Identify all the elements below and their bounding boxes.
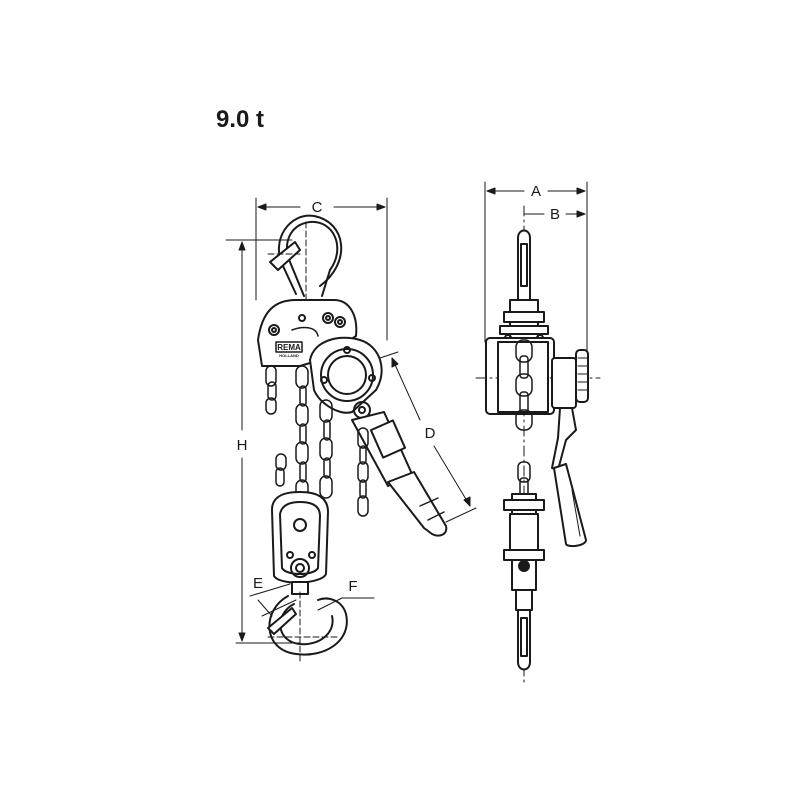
dim-label-a: A	[531, 183, 541, 200]
chain-right	[357, 427, 369, 517]
side-chain	[515, 339, 533, 499]
dimension-h	[225, 239, 301, 644]
side-top-hook	[517, 229, 531, 301]
dimension-f	[317, 597, 375, 611]
side-view: A B	[475, 181, 601, 687]
dimension-e	[249, 583, 297, 617]
side-upper-yoke	[499, 299, 549, 342]
dimension-a	[484, 181, 588, 353]
brand-country: HOLLAND	[279, 353, 299, 358]
chain-center-right	[319, 399, 333, 499]
dim-label-c: C	[312, 199, 323, 216]
dimension-b	[523, 210, 586, 218]
capacity-title: 9.0 t	[216, 106, 265, 133]
dimension-c	[255, 197, 388, 341]
bottom-hook	[267, 581, 348, 663]
bottom-block	[271, 491, 329, 584]
dim-label-b: B	[550, 206, 560, 223]
front-view: C H REMA HOLLAND	[225, 197, 477, 663]
dim-label-f: F	[348, 578, 357, 595]
dim-label-e: E	[253, 575, 263, 592]
side-lever-handle	[551, 349, 589, 548]
dimension-d	[379, 351, 477, 523]
dim-label-d: D	[425, 425, 436, 442]
chain-center-left	[295, 365, 309, 501]
side-bottom-block	[503, 493, 545, 611]
brand-logo: REMA	[277, 343, 301, 352]
dim-label-h: H	[237, 437, 248, 454]
top-hook	[267, 214, 343, 301]
side-bottom-hook	[517, 609, 531, 671]
chain-left	[265, 365, 287, 487]
